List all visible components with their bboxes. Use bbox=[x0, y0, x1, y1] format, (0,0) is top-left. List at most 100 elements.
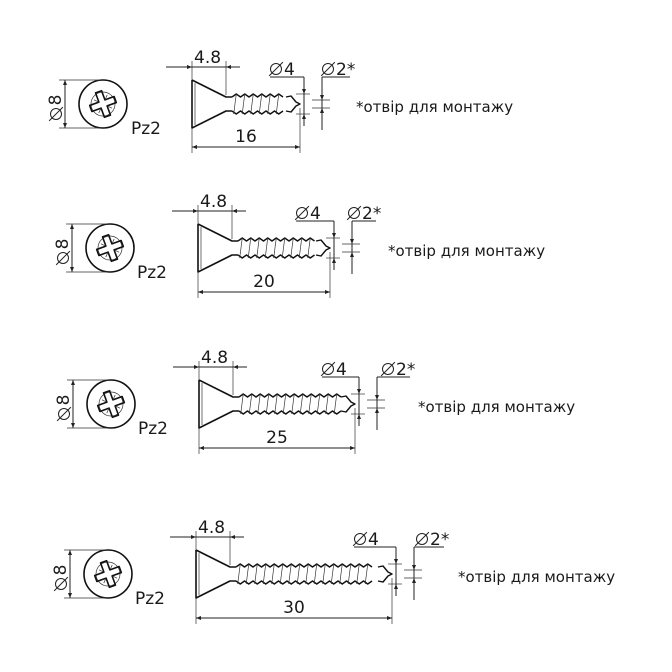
dimension-arrow bbox=[68, 593, 72, 598]
length-label: 30 bbox=[283, 598, 305, 618]
mounting-hole-note: *отвір для монтажу bbox=[458, 568, 615, 586]
dimension-arrow bbox=[196, 616, 201, 620]
diameter-symbol bbox=[53, 576, 69, 592]
thread-diameter-label: 4 bbox=[284, 60, 295, 80]
drive-type-label: Pz2 bbox=[137, 263, 167, 283]
dimension-arrow bbox=[357, 414, 361, 419]
length-label: 20 bbox=[253, 272, 275, 292]
diameter-symbol bbox=[56, 406, 72, 422]
thread-diameter-label: 4 bbox=[368, 530, 379, 550]
screw-tip bbox=[285, 95, 301, 113]
pozidriv-cross-icon bbox=[95, 233, 125, 263]
screw-side-view bbox=[197, 223, 331, 273]
thread-bottom-profile bbox=[238, 410, 342, 415]
pilot-hole-label: 2* bbox=[430, 530, 449, 550]
head-height-dimension: 4.8 bbox=[166, 48, 240, 95]
screw-tip bbox=[377, 565, 393, 583]
dimension-arrow bbox=[199, 446, 204, 450]
screw-side-view bbox=[191, 79, 301, 129]
diameter-symbol bbox=[268, 61, 284, 77]
dimension-arrow bbox=[387, 616, 392, 620]
mounting-hole-note: *отвір для монтажу bbox=[356, 98, 513, 116]
head-height-label: 4.8 bbox=[194, 48, 221, 68]
head-height-label: 4.8 bbox=[198, 518, 225, 538]
dimension-arrow bbox=[233, 365, 238, 369]
head-diameter-label: 8 bbox=[46, 95, 66, 106]
drive-type-label: Pz2 bbox=[135, 589, 165, 609]
screw-tip bbox=[340, 395, 356, 413]
dimension-arrow bbox=[71, 380, 75, 385]
dimension-arrow bbox=[232, 209, 237, 213]
dimension-arrow bbox=[70, 224, 74, 229]
thread-bottom-profile bbox=[231, 110, 284, 115]
dimension-arrow bbox=[226, 65, 231, 69]
dimension-arrow bbox=[350, 252, 354, 257]
screw-head-profile bbox=[198, 379, 239, 429]
dimension-arrow bbox=[412, 578, 416, 583]
thread-diameter-dimension: 4 bbox=[320, 360, 365, 426]
pozidriv-cross-icon bbox=[88, 89, 118, 119]
dimension-arrow bbox=[295, 145, 300, 149]
pilot-hole-dimension: 2* bbox=[367, 360, 415, 430]
dimension-arrow bbox=[320, 95, 324, 100]
dimension-arrow bbox=[375, 408, 379, 413]
dimension-arrow bbox=[332, 258, 336, 263]
diameter-symbol bbox=[48, 106, 64, 122]
length-dimension: 30 bbox=[195, 578, 393, 624]
pilot-hole-dimension: 2* bbox=[342, 204, 381, 274]
pilot-hole-label: 2* bbox=[362, 204, 381, 224]
dimension-arrow bbox=[302, 114, 306, 119]
head-outline bbox=[86, 379, 136, 429]
dimension-arrow bbox=[71, 423, 75, 428]
dimension-arrow bbox=[350, 239, 354, 244]
head-outline bbox=[78, 79, 128, 129]
thread-top-profile bbox=[231, 93, 284, 98]
pilot-hole-label: 2* bbox=[396, 360, 415, 380]
dimension-arrow bbox=[192, 145, 197, 149]
length-dimension: 25 bbox=[198, 408, 356, 454]
screw-side-view bbox=[198, 379, 356, 429]
thread-diameter-label: 4 bbox=[336, 360, 347, 380]
length-label: 25 bbox=[266, 428, 288, 448]
thread-top-profile bbox=[238, 393, 342, 398]
thread-bottom-profile bbox=[237, 254, 315, 259]
pozidriv-cross-icon bbox=[93, 559, 123, 589]
dimension-arrow bbox=[394, 584, 398, 589]
dimension-arrow bbox=[191, 535, 196, 539]
mounting-hole-note: *отвір для монтажу bbox=[388, 242, 545, 260]
length-dimension: 16 bbox=[191, 108, 301, 153]
thread-top-profile bbox=[235, 563, 373, 568]
head-diameter-label: 8 bbox=[51, 565, 71, 576]
dimension-arrow bbox=[357, 389, 361, 394]
diameter-symbol bbox=[320, 361, 336, 377]
dimension-arrow bbox=[325, 290, 330, 294]
head-height-dimension: 4.8 bbox=[173, 348, 247, 395]
dimension-arrow bbox=[63, 123, 67, 128]
thread-bottom-profile bbox=[235, 580, 373, 585]
diameter-symbol bbox=[414, 531, 430, 547]
drive-type-label: Pz2 bbox=[138, 419, 168, 439]
dimension-arrow bbox=[332, 233, 336, 238]
dimension-arrow bbox=[412, 565, 416, 570]
dimension-arrow bbox=[230, 535, 235, 539]
drive-type-label: Pz2 bbox=[131, 119, 161, 139]
screw-head-profile bbox=[197, 223, 238, 273]
screw-head-profile bbox=[195, 549, 236, 599]
diameter-symbol bbox=[55, 250, 71, 266]
thread-diameter-dimension: 4 bbox=[294, 204, 340, 270]
dimension-arrow bbox=[187, 65, 192, 69]
dimension-arrow bbox=[194, 365, 199, 369]
diameter-symbol bbox=[352, 531, 368, 547]
length-dimension: 20 bbox=[197, 252, 331, 298]
head-height-label: 4.8 bbox=[200, 192, 227, 212]
diameter-symbol bbox=[320, 61, 336, 77]
pozidriv-cross-icon bbox=[96, 389, 126, 419]
